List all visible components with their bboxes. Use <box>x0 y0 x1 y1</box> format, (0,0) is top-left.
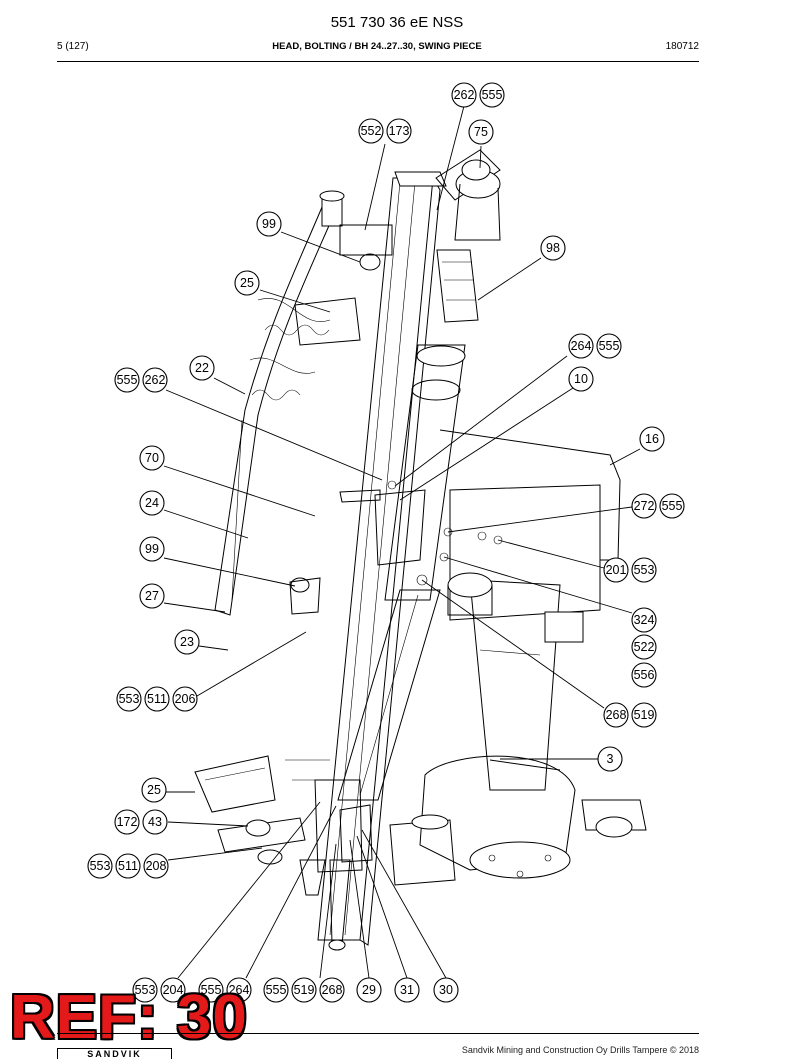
callout-number: 264 <box>229 983 250 997</box>
callout-number: 553 <box>634 563 655 577</box>
callout-number: 29 <box>362 983 376 997</box>
callout-556: 556 <box>631 662 657 688</box>
callout-99-mid: 99 <box>139 536 165 562</box>
callout-555-519-268: 555 519 268 <box>263 977 345 1003</box>
callout-number: 522 <box>634 640 655 654</box>
callout-number: 31 <box>400 983 414 997</box>
callout-3: 3 <box>597 746 623 772</box>
callout-bubbles: 262 555 552 173 75 99 98 25 264 555 22 5… <box>87 82 685 1003</box>
footer-divider <box>57 1033 699 1034</box>
callout-553-511-206: 553 511 206 <box>116 686 198 712</box>
callout-number: 555 <box>201 983 222 997</box>
callout-99-top: 99 <box>256 211 282 237</box>
callout-number: 324 <box>634 613 655 627</box>
callout-number: 99 <box>145 542 159 556</box>
callout-25-bot: 25 <box>141 777 167 803</box>
callout-number: 201 <box>606 563 627 577</box>
callout-number: 22 <box>195 361 209 375</box>
callout-22: 22 <box>189 355 215 381</box>
callout-number: 25 <box>147 783 161 797</box>
callout-number: 204 <box>163 983 184 997</box>
callout-number: 99 <box>262 217 276 231</box>
callout-number: 555 <box>599 339 620 353</box>
callout-555-262: 555 262 <box>114 367 168 393</box>
callout-75: 75 <box>468 119 494 145</box>
callout-553-511-208: 553 511 208 <box>87 853 169 879</box>
callout-number: 16 <box>645 432 659 446</box>
callout-number: 555 <box>117 373 138 387</box>
callout-number: 553 <box>90 859 111 873</box>
callout-number: 553 <box>119 692 140 706</box>
callout-number: 555 <box>482 88 503 102</box>
callout-number: 23 <box>180 635 194 649</box>
callout-number: 75 <box>474 125 488 139</box>
callout-24: 24 <box>139 490 165 516</box>
callout-number: 262 <box>454 88 475 102</box>
callout-number: 10 <box>574 372 588 386</box>
boom-assembly-linework <box>194 149 647 951</box>
callout-268-519: 268 519 <box>603 702 657 728</box>
date-code: 180712 <box>665 41 699 52</box>
header-divider <box>57 61 699 62</box>
callout-number: 98 <box>546 241 560 255</box>
ref-overlay-label: REF: 30 <box>10 983 248 1052</box>
callout-172-43: 172 43 <box>114 809 168 835</box>
callout-70: 70 <box>139 445 165 471</box>
callout-number: 511 <box>118 859 138 873</box>
callout-262-555: 262 555 <box>451 82 505 108</box>
callout-number: 30 <box>439 983 453 997</box>
callout-number: 511 <box>147 692 167 706</box>
callout-552-173: 552 173 <box>358 118 412 144</box>
callout-29: 29 <box>356 977 382 1003</box>
callout-522: 522 <box>631 634 657 660</box>
callout-number: 519 <box>294 983 315 997</box>
callout-number: 25 <box>240 276 254 290</box>
callout-number: 70 <box>145 451 159 465</box>
callout-264-555: 264 555 <box>568 333 622 359</box>
callout-number: 272 <box>634 499 655 513</box>
callout-number: 264 <box>571 339 592 353</box>
callout-number: 206 <box>175 692 196 706</box>
section-title: HEAD, BOLTING / BH 24..27..30, SWING PIE… <box>272 41 482 52</box>
callout-30: 30 <box>433 977 459 1003</box>
callout-number: 555 <box>266 983 287 997</box>
callout-number: 556 <box>634 668 655 682</box>
footer-copyright: Sandvik Mining and Construction Oy Drill… <box>461 1045 699 1055</box>
callout-number: 268 <box>322 983 343 997</box>
company-logo: SANDVIK <box>57 1048 172 1059</box>
callout-324: 324 <box>631 607 657 633</box>
callout-16: 16 <box>639 426 665 452</box>
callout-553-204: 553 204 <box>132 977 186 1003</box>
callout-27: 27 <box>139 583 165 609</box>
callout-number: 555 <box>662 499 683 513</box>
callout-number: 43 <box>148 815 162 829</box>
callout-201-553: 201 553 <box>603 557 657 583</box>
callout-number: 552 <box>361 124 382 138</box>
callout-number: 268 <box>606 708 627 722</box>
callout-number: 519 <box>634 708 655 722</box>
callout-number: 3 <box>607 752 614 766</box>
callout-10: 10 <box>568 366 594 392</box>
callout-number: 553 <box>135 983 156 997</box>
callout-31: 31 <box>394 977 420 1003</box>
callout-number: 262 <box>145 373 166 387</box>
callout-number: 172 <box>117 815 138 829</box>
callout-number: 27 <box>145 589 159 603</box>
callout-25-top: 25 <box>234 270 260 296</box>
callout-number: 24 <box>145 496 159 510</box>
callout-23: 23 <box>174 629 200 655</box>
document-number: 551 730 36 eE NSS <box>330 14 464 31</box>
callout-leader-lines <box>163 105 641 979</box>
callout-272-555: 272 555 <box>631 493 685 519</box>
callout-number: 208 <box>146 859 167 873</box>
callout-number: 173 <box>389 124 410 138</box>
page-number: 5 (127) <box>57 41 89 52</box>
callout-555-264: 555 264 <box>198 977 252 1003</box>
callout-98: 98 <box>540 235 566 261</box>
